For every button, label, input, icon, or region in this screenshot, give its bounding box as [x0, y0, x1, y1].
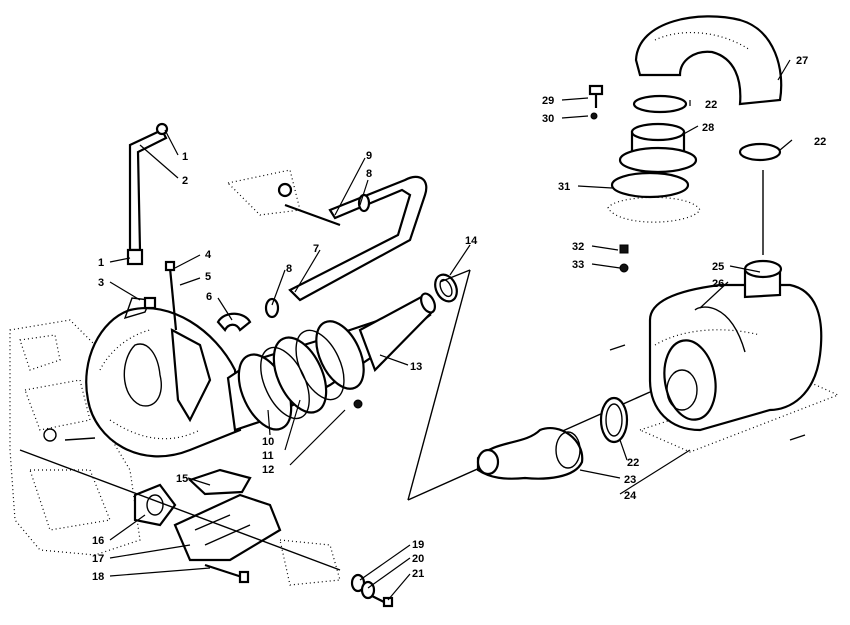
callout-33: 33	[572, 259, 584, 271]
callout-2: 2	[182, 175, 188, 187]
muffler-bellows	[226, 292, 436, 432]
hose-clamps	[632, 94, 782, 162]
callout-19: 19	[412, 539, 424, 551]
hanger-rod	[264, 175, 428, 319]
callout-10: 10	[262, 436, 274, 448]
callout-29: 29	[542, 95, 554, 107]
callout-5: 5	[205, 271, 211, 283]
gasket-ring	[434, 273, 458, 303]
callout-25: 25	[712, 261, 724, 273]
callout-14: 14	[465, 235, 478, 247]
stud-nut-washer	[350, 573, 394, 608]
spring-clip	[216, 312, 252, 332]
air-hose	[634, 15, 783, 106]
callout-28: 28	[702, 122, 714, 134]
callout-1-upper: 1	[182, 151, 188, 163]
callout-11: 11	[262, 450, 274, 462]
callout-8-upper: 8	[366, 168, 372, 180]
callout-4: 4	[205, 249, 212, 261]
callout-15: 15	[176, 473, 188, 485]
intake-adapter	[588, 84, 701, 273]
exhaust-manifold	[133, 468, 341, 586]
callout-22-top: 22	[705, 99, 717, 111]
callout-31: 31	[558, 181, 570, 193]
callout-13: 13	[410, 361, 422, 373]
silencer-fasteners	[609, 170, 806, 441]
engine-block	[9, 319, 141, 556]
callout-24: 24	[624, 490, 637, 502]
callout-32: 32	[572, 241, 584, 253]
callout-8-lower: 8	[286, 263, 292, 275]
callout-7: 7	[313, 243, 319, 255]
callout-17: 17	[92, 553, 104, 565]
callout-6: 6	[206, 291, 212, 303]
callout-3: 3	[98, 277, 104, 289]
callout-22-right: 22	[814, 136, 826, 148]
exhaust-mount-bracket	[226, 169, 341, 227]
callout-18: 18	[92, 571, 104, 583]
leader-lines	[109, 59, 793, 601]
callout-22-intake: 22	[627, 457, 639, 469]
intake-clamp	[599, 396, 629, 444]
drain-plug	[353, 399, 363, 409]
expansion-chamber	[85, 297, 242, 458]
air-silencer	[638, 259, 840, 453]
callout-27: 27	[796, 55, 808, 67]
intake-boot	[476, 427, 584, 480]
callout-26: 26	[712, 278, 724, 290]
callout-12: 12	[262, 464, 274, 476]
callout-20: 20	[412, 553, 424, 565]
mount-bolt	[164, 260, 212, 423]
vent-tube	[126, 122, 169, 310]
callout-1-lower: 1	[98, 257, 104, 269]
callout-labels: 1 2 1 3 4 5 6 7 8 8 9 10 11 12 13 14 15 …	[92, 55, 826, 583]
callout-30: 30	[542, 113, 554, 125]
callout-16: 16	[92, 535, 104, 547]
callout-21: 21	[412, 568, 424, 580]
callout-23: 23	[624, 474, 636, 486]
callout-9: 9	[366, 150, 372, 162]
